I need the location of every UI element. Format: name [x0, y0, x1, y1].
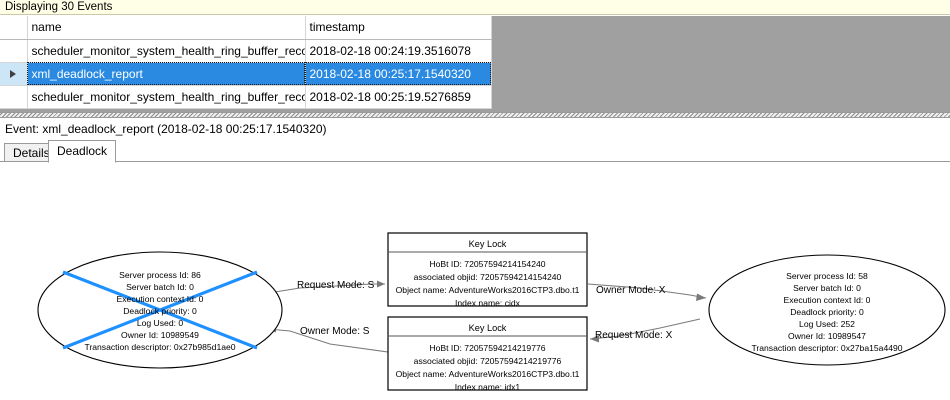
process-line: Log Used: 0 — [137, 318, 184, 328]
events-count-banner: Displaying 30 Events — [0, 0, 950, 15]
resource-line: Object name: AdventureWorks2016CTP3.dbo.… — [396, 369, 580, 379]
events-table[interactable]: name timestamp scheduler_monitor_system_… — [0, 16, 492, 109]
process-line: Transaction descriptor: 0x27ba15a4490 — [751, 343, 902, 353]
process-line: Deadlock priority: 0 — [123, 306, 197, 316]
edge-right-request-bottom — [589, 318, 701, 343]
edge-label-left-request: Request Mode: S — [297, 280, 375, 291]
process-line: Execution context Id: 0 — [784, 295, 871, 305]
resource-line: HoBt ID: 72057594214154240 — [429, 259, 545, 269]
process-ellipse[interactable] — [708, 254, 946, 366]
process-line: Execution context Id: 0 — [117, 294, 204, 304]
resource-line: Index name: cidx — [455, 298, 521, 308]
row-selector-header — [0, 16, 28, 40]
cell-timestamp[interactable]: 2018-02-18 00:25:17.1540320 — [305, 62, 492, 86]
resource-line: HoBt ID: 72057594214219776 — [429, 343, 545, 353]
resource-node-bottom-key-lock[interactable]: Key Lock HoBt ID: 72057594214219776 asso… — [387, 316, 588, 392]
resource-node-top-key-lock[interactable]: Key Lock HoBt ID: 72057594214154240 asso… — [387, 232, 588, 308]
resource-line: Object name: AdventureWorks2016CTP3.dbo.… — [396, 285, 580, 295]
process-node-left[interactable]: Server process Id: 86 Server batch Id: 0… — [37, 251, 283, 369]
resource-title: Key Lock — [469, 323, 507, 333]
deadlock-graph-pane[interactable]: Server process Id: 86 Server batch Id: 0… — [0, 162, 950, 400]
event-detail-header: Event: xml_deadlock_report (2018-02-18 0… — [0, 120, 950, 138]
process-line: Server batch Id: 0 — [126, 282, 194, 292]
arrowhead-icon — [590, 335, 599, 343]
column-header-name[interactable]: name — [27, 16, 306, 40]
table-row[interactable]: scheduler_monitor_system_health_ring_buf… — [0, 39, 492, 63]
tabstrip-underline — [0, 161, 950, 162]
resource-box[interactable] — [387, 316, 588, 391]
cell-name[interactable]: scheduler_monitor_system_health_ring_buf… — [27, 85, 306, 109]
process-node-right[interactable]: Server process Id: 58 Server batch Id: 0… — [708, 254, 946, 366]
process-line: Server process Id: 58 — [786, 271, 868, 281]
resource-line: associated objid: 72057594214219776 — [414, 356, 562, 366]
resource-line: Index name: idx1 — [455, 382, 521, 392]
edge-left-request-top — [261, 280, 385, 295]
process-line: Owner Id: 10989547 — [788, 331, 866, 341]
edge-label-bottom-owner: Owner Mode: S — [300, 326, 370, 337]
resource-title: Key Lock — [469, 239, 507, 249]
process-line: Owner Id: 10989549 — [121, 330, 199, 340]
row-selector-cell[interactable] — [0, 85, 28, 109]
row-selector-cell[interactable] — [0, 39, 28, 63]
process-line: Log Used: 252 — [799, 319, 855, 329]
table-row[interactable]: xml_deadlock_report 2018-02-18 00:25:17.… — [0, 62, 492, 86]
tab-deadlock[interactable]: Deadlock — [48, 140, 117, 163]
table-header-row: name timestamp — [0, 16, 492, 40]
table-row[interactable]: scheduler_monitor_system_health_ring_buf… — [0, 85, 492, 109]
process-line: Transaction descriptor: 0x27b985d1ae0 — [84, 342, 235, 352]
events-panel: Displaying 30 Events name timestamp sche… — [0, 0, 950, 115]
panel-splitter-handle[interactable] — [0, 112, 950, 118]
event-detail-tabstrip: Details Deadlock — [0, 140, 950, 163]
column-header-timestamp[interactable]: timestamp — [305, 16, 492, 40]
edge-label-right-request: Request Mode: X — [595, 330, 673, 341]
arrowhead-icon — [696, 293, 706, 301]
row-selector-cell[interactable] — [0, 62, 28, 86]
cell-timestamp[interactable]: 2018-02-18 00:25:19.5276859 — [305, 85, 492, 109]
cell-name[interactable]: scheduler_monitor_system_health_ring_buf… — [27, 39, 306, 63]
resource-box[interactable] — [387, 232, 588, 307]
deadlock-victim-cross-icon — [62, 270, 258, 350]
process-line: Deadlock priority: 0 — [790, 307, 864, 317]
deadlock-graph-svg[interactable]: Server process Id: 86 Server batch Id: 0… — [0, 162, 950, 400]
row-selected-arrow-icon — [10, 70, 17, 79]
process-line: Server batch Id: 0 — [793, 283, 861, 293]
edge-top-owner-right — [587, 283, 707, 301]
process-line: Server process Id: 86 — [119, 270, 201, 280]
events-grid[interactable]: name timestamp scheduler_monitor_system_… — [0, 16, 950, 112]
cell-timestamp[interactable]: 2018-02-18 00:24:19.3516078 — [305, 39, 492, 63]
cell-name[interactable]: xml_deadlock_report — [27, 62, 306, 86]
edge-label-top-owner: Owner Mode: X — [596, 285, 666, 296]
resource-line: associated objid: 72057594214154240 — [414, 272, 562, 282]
arrowhead-icon — [377, 280, 385, 288]
